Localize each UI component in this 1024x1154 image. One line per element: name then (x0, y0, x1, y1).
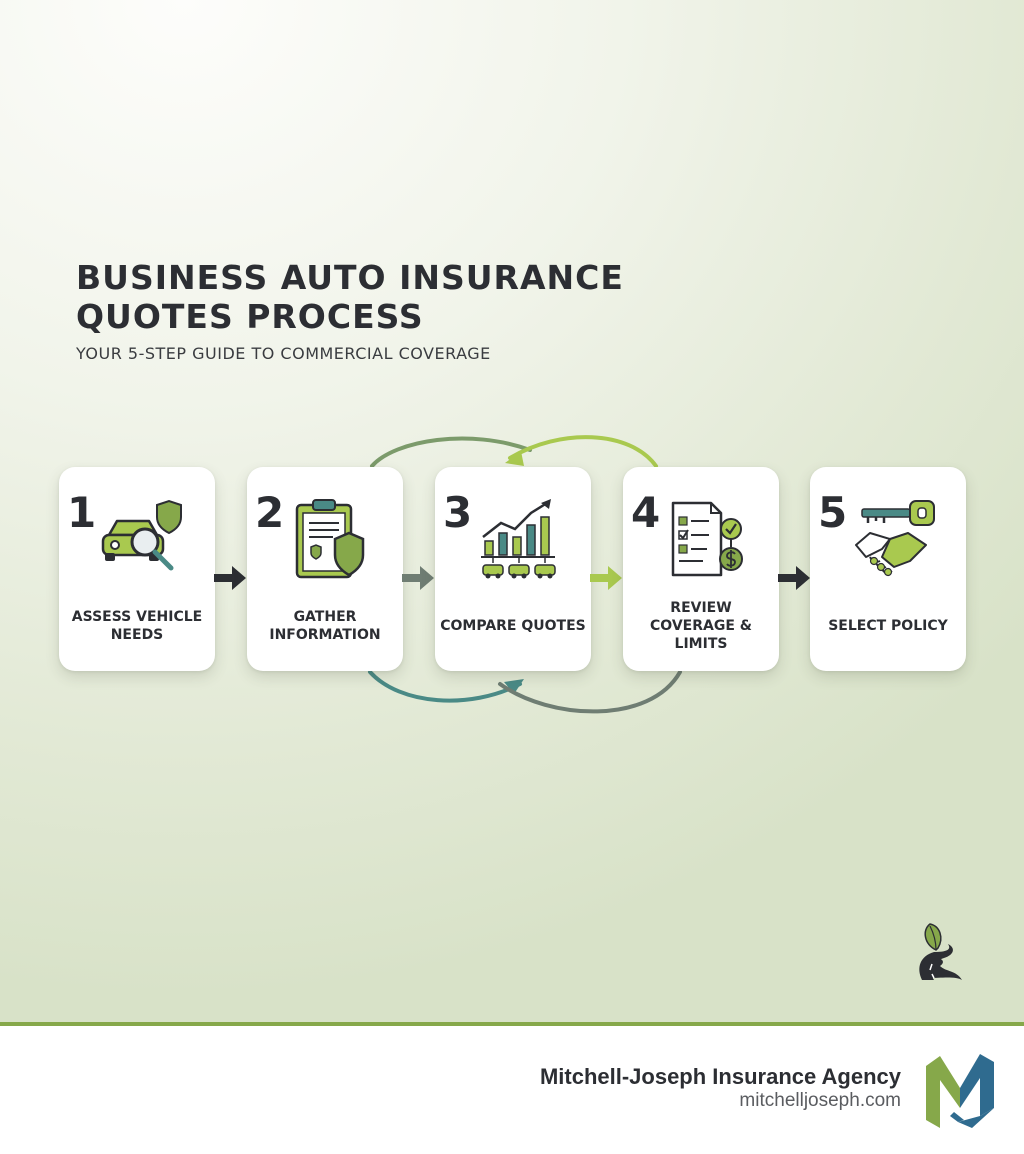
leaf-road-icon (919, 923, 962, 980)
agency-name: Mitchell-Joseph Insurance Agency (539, 1064, 901, 1089)
footer (0, 1026, 1024, 1154)
step-label: COMPARE QUOTES (440, 618, 586, 634)
step-number: 4 (631, 488, 661, 537)
arc-bottom-right (498, 670, 682, 714)
page-title: BUSINESS AUTO INSURANCE QUOTES PROCESS (76, 258, 624, 336)
page-subtitle: YOUR 5-STEP GUIDE TO COMMERCIAL COVERAGE (76, 344, 491, 363)
footer-accent-rule (0, 1022, 1024, 1026)
step-label: SELECT POLICY (828, 618, 948, 634)
flow-arrow-4 (778, 566, 810, 590)
step-card-2: 2 GATHER INFORMATION (247, 467, 403, 671)
cycle-arcs (368, 435, 682, 714)
step-label: REVIEW COVERAGE & LIMITS (650, 600, 752, 652)
arc-top-right (508, 435, 658, 468)
checklist-dollar-icon (671, 501, 743, 577)
flow-arrow-1 (214, 566, 246, 590)
arc-top-left (370, 436, 532, 468)
mj-logo-icon (926, 1054, 994, 1128)
key-handshake-icon (855, 500, 935, 577)
step-card-1: 1 ASSESS VEHICLE NEEDS (59, 467, 215, 671)
flow-arrow-2 (402, 566, 434, 590)
flow-arrow-3 (590, 566, 622, 590)
step-card-5: 5 SELECT POLICY (810, 467, 966, 671)
arc-bottom-arrowhead (504, 679, 524, 694)
step-number: 3 (443, 488, 473, 537)
step-card-4: 4 REVIEW COVERAGE & LIMITS (623, 467, 779, 671)
step-number: 1 (67, 488, 97, 537)
car-magnifier-shield-icon (101, 499, 182, 571)
step-number: 2 (255, 488, 285, 537)
arc-bottom-left (368, 670, 522, 703)
step-card-3: 3 COMPARE QUOTES (435, 467, 591, 671)
bar-chart-cars-icon (481, 499, 556, 579)
arc-top-arrowhead (505, 451, 524, 466)
step-number: 5 (818, 488, 848, 537)
step-label: ASSESS VEHICLE NEEDS (71, 609, 203, 643)
agency-url[interactable]: mitchelljoseph.com (739, 1090, 901, 1111)
clipboard-shield-icon (295, 499, 365, 579)
step-label: GATHER INFORMATION (269, 609, 381, 643)
